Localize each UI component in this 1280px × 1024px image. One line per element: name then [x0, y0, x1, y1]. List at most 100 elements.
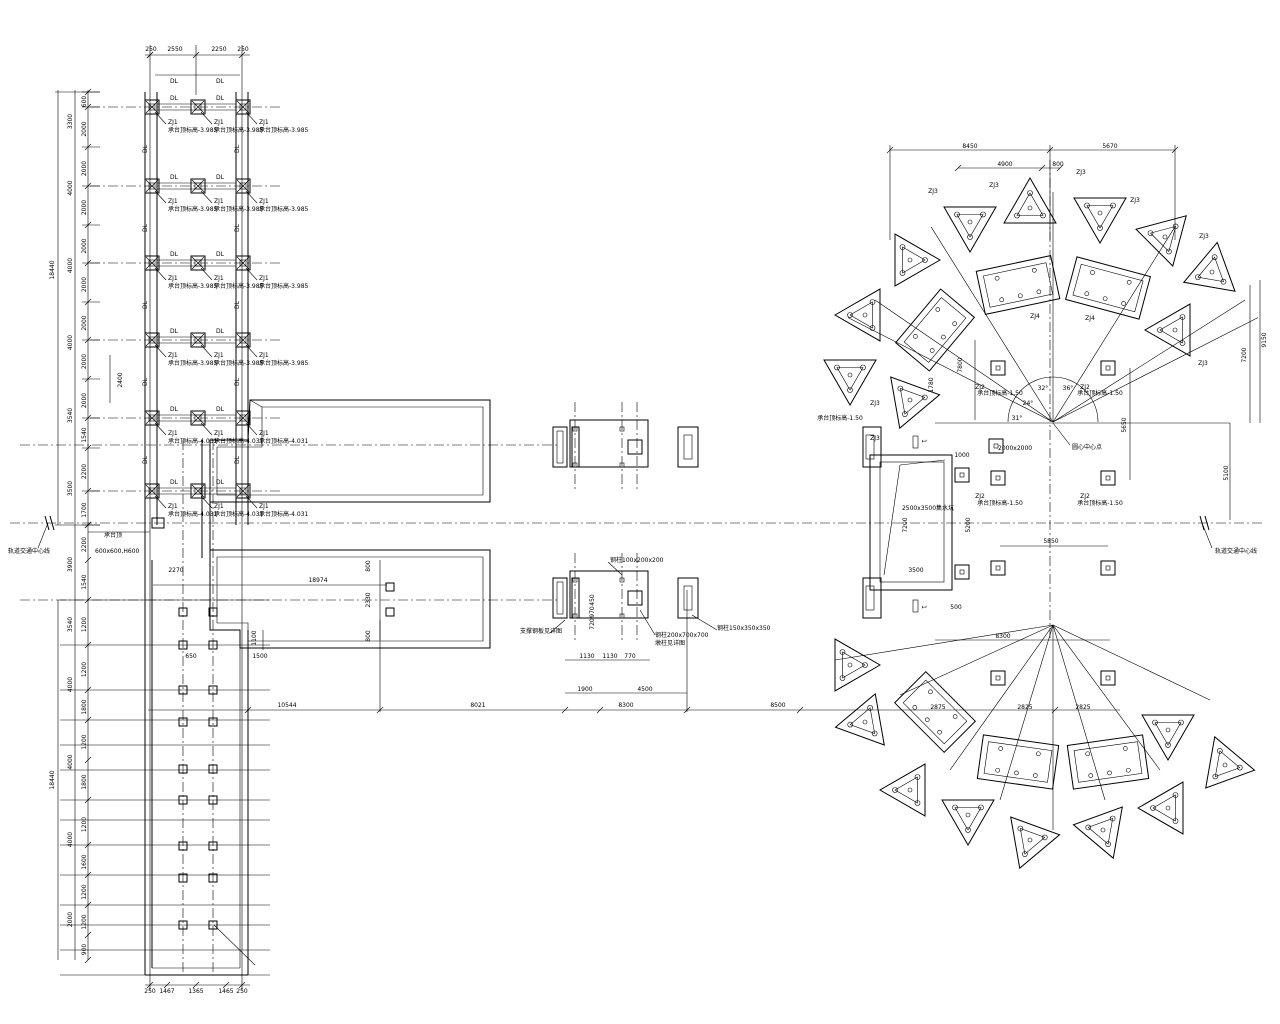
pile	[998, 746, 1004, 751]
pile	[1165, 742, 1171, 748]
dim-upper-total-1: 4000	[67, 180, 74, 195]
column	[194, 103, 202, 111]
radial-line-lower	[899, 624, 1054, 696]
elevation-note: 承台顶标高-4.031	[259, 510, 309, 518]
beam-label: DL	[170, 95, 179, 102]
column	[239, 103, 247, 111]
pile	[1032, 773, 1038, 778]
pile-cross	[236, 411, 250, 425]
dim-lower-0: 2200	[81, 537, 88, 552]
sump-pit-inner	[879, 461, 945, 583]
radial-line	[1052, 317, 1259, 423]
elevation-note: 承台顶标高-3.985	[214, 126, 264, 134]
dim-lower-1: 1540	[81, 574, 88, 589]
tri-cap-8	[890, 376, 941, 430]
pile-center	[965, 812, 971, 818]
dim-upper-11: 1700	[81, 502, 88, 517]
dim-8450: 8450	[962, 143, 977, 150]
pile	[941, 334, 946, 340]
column-label: ZJ1	[259, 430, 269, 437]
leader	[200, 267, 213, 281]
elev-150-c: 承台顶标高-1.50	[977, 499, 1023, 507]
leader	[200, 190, 213, 204]
dim-tick	[596, 706, 604, 714]
leader-axis-right	[1201, 522, 1213, 549]
pile-cross	[145, 333, 159, 347]
center-column	[1100, 360, 1116, 376]
pile	[1211, 254, 1218, 261]
dim-upper-0: 600	[81, 96, 88, 108]
pile	[1014, 212, 1020, 219]
leader	[154, 111, 167, 125]
pile-cross	[191, 100, 205, 114]
pile-cross	[236, 179, 250, 193]
pile	[1172, 223, 1179, 230]
leader	[245, 190, 258, 204]
pier-cap	[569, 419, 649, 468]
dim-770: 770	[624, 653, 636, 660]
center-column	[954, 467, 970, 483]
dim-1100: 1100	[251, 630, 258, 645]
elevation-note: 承台顶标高-3.985	[168, 126, 218, 134]
dim-upper-total-0: 3300	[67, 114, 74, 129]
lower-column	[208, 764, 218, 774]
column-label: ZJ1	[168, 352, 178, 359]
dim-lower-total-5: 2000	[67, 912, 74, 927]
pile-center	[1027, 837, 1033, 843]
elevation-note: 承台顶标高-3.985	[168, 359, 218, 367]
pile-cap	[235, 483, 251, 499]
leader-axis-left	[37, 522, 49, 549]
dim-lower-10: 1200	[81, 914, 88, 929]
pile-cross	[191, 179, 205, 193]
column	[194, 336, 202, 344]
pit-slope	[883, 464, 901, 576]
pile	[965, 827, 971, 833]
pile	[862, 662, 868, 668]
dim-tick	[222, 981, 230, 989]
pile	[1121, 301, 1126, 306]
dim-upper-10: 2200	[81, 464, 88, 479]
leader	[200, 344, 213, 358]
beam-label: DL	[216, 174, 225, 181]
zj2-b: ZJ2	[1080, 384, 1090, 391]
pile-cross	[145, 100, 159, 114]
dim-lower-5: 1200	[81, 734, 88, 749]
dim-1500: 1500	[252, 653, 267, 660]
tri-cap-3-inner	[1149, 225, 1177, 253]
center-column	[988, 438, 1004, 454]
elevation-note: 承台顶标高-3.985	[259, 359, 309, 367]
pile-cross	[191, 333, 205, 347]
pile	[847, 387, 853, 393]
cut-bracket	[912, 435, 919, 449]
beam-label: DL	[216, 95, 225, 102]
beam-label-vertical: DL	[234, 377, 241, 386]
angle-31: 31°	[1012, 415, 1023, 422]
beam-label-vertical: DL	[234, 144, 241, 153]
beam-label-vertical: DL	[142, 455, 149, 464]
cap-zj4-4	[893, 670, 977, 754]
lower-column	[178, 717, 188, 727]
pile-cap	[190, 255, 206, 271]
elevation-note: 承台顶标高-3.985	[214, 205, 264, 213]
elevation-note: 承台顶标高-4.031	[168, 437, 218, 445]
pile-cap	[190, 483, 206, 499]
pile-cap	[190, 178, 206, 194]
cap-zj4-1	[975, 254, 1061, 316]
column	[148, 182, 156, 190]
tri-cap-2-inner	[1086, 205, 1114, 229]
dim-upper-4: 2000	[81, 238, 88, 253]
tri-cap-0	[943, 206, 997, 253]
dim-18974: 18974	[308, 577, 327, 584]
pile	[871, 730, 878, 737]
column-label: ZJ1	[214, 198, 224, 205]
center-column	[1100, 470, 1116, 486]
dim-lower-total-3: 4000	[67, 754, 74, 769]
pile	[899, 244, 906, 250]
pile	[847, 312, 853, 318]
column-label: ZJ1	[168, 198, 178, 205]
dim-lower-3: 1200	[81, 662, 88, 677]
center-column-core	[1105, 475, 1111, 481]
dim-v720: 720	[589, 618, 596, 630]
dim-tick	[84, 796, 92, 804]
pile	[839, 675, 846, 681]
